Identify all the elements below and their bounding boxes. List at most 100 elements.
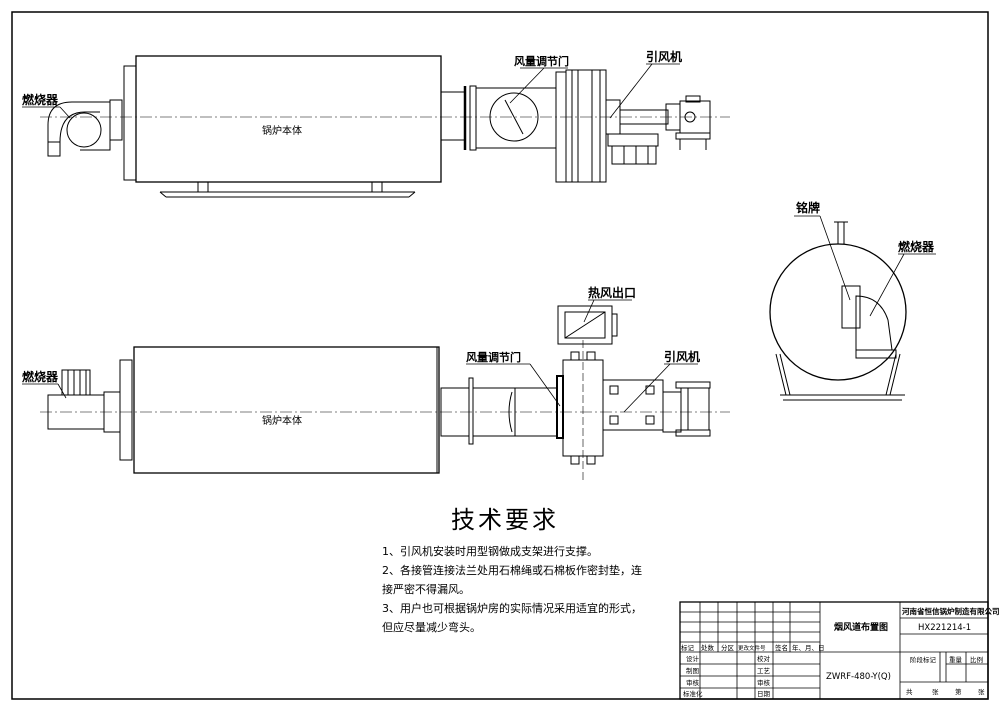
leader	[583, 299, 595, 323]
row-review: 审核	[686, 678, 700, 687]
fan-flange-plan	[556, 375, 564, 439]
burner-fan-plan	[61, 369, 91, 396]
model-number: ZWRF-480-Y(Q)	[826, 672, 891, 682]
flange	[469, 85, 477, 151]
burner-side	[855, 295, 893, 351]
burner-fan	[66, 112, 102, 148]
rev-zone: 分区	[721, 643, 735, 652]
burner-elbow-inner	[59, 111, 100, 143]
title-block-text: 标记 处数 分区 更改文件号 签名 年、月、日 设计 制图 审核 标准化 校对 …	[681, 606, 1000, 698]
side-view	[769, 221, 907, 401]
row-design: 设计	[686, 654, 700, 663]
plan-view	[40, 305, 730, 480]
side-leg	[775, 353, 791, 396]
title-block	[679, 601, 989, 700]
base-rail	[159, 191, 167, 198]
fan-flange	[555, 71, 567, 183]
company-name: 河南省恒信锅炉制造有限公司	[902, 606, 1000, 616]
title-block-frame	[679, 601, 989, 700]
note-item: 1、引风机安装时用型钢做成支架进行支撑。	[382, 545, 598, 558]
flue-outlet	[440, 91, 466, 141]
label-damper-top: 风量调节门	[514, 54, 569, 68]
page: 第	[955, 687, 962, 696]
labels: 燃烧器 锅炉本体 风量调节门 引风机 铭牌 燃烧器 燃烧器 锅炉本体 热风出口 …	[22, 49, 935, 427]
label-boiler-top: 锅炉本体	[262, 124, 302, 137]
row-review2: 审核	[757, 678, 771, 687]
leader	[623, 363, 671, 413]
row-draw: 制图	[686, 666, 699, 675]
outlet-cross	[564, 311, 606, 339]
rev-mark: 标记	[681, 643, 695, 652]
label-nameplate: 铭牌	[796, 200, 820, 215]
bolt	[570, 455, 580, 465]
flange	[468, 377, 474, 445]
damper-disc	[489, 92, 539, 142]
weight: 重量	[949, 656, 963, 664]
bolt	[586, 455, 596, 465]
row-craft: 工艺	[757, 667, 771, 675]
sheets: 张	[932, 687, 939, 696]
motor-base-plan	[675, 429, 711, 437]
motor-base-plan	[675, 381, 711, 389]
label-burner-top: 燃烧器	[22, 92, 59, 107]
drawing-border	[11, 11, 989, 700]
leader	[609, 63, 653, 119]
burner-elbow	[47, 101, 111, 151]
rev-date: 年、月、日	[792, 643, 825, 652]
leader	[59, 106, 71, 119]
front-plate-plan	[119, 359, 133, 461]
label-fan-top: 引风机	[646, 49, 682, 64]
label-damper-plan: 风量调节门	[466, 350, 521, 364]
burner-nozzle	[47, 141, 61, 157]
bolt	[645, 415, 655, 425]
sheet: 张	[978, 687, 985, 696]
rev-sign: 签名	[775, 643, 788, 652]
motor-plan	[680, 387, 710, 431]
fan-shaft-housing	[619, 109, 669, 125]
drawing-name: 烟风道布置图	[834, 621, 888, 633]
note-item: 2、各接管连接法兰处用石棉绳或石棉板作密封垫，连接严密不得漏风。	[382, 564, 642, 596]
stage-mark: 阶段标记	[910, 655, 937, 664]
label-hot-air: 热风出口	[588, 285, 636, 300]
boiler-shell	[135, 55, 442, 183]
label-boiler-plan: 锅炉本体	[262, 414, 302, 427]
bolt	[609, 415, 619, 425]
notes-title: 技术要求	[451, 506, 559, 534]
boiler-end-shell	[769, 243, 907, 381]
leader	[819, 215, 851, 301]
damper-arc	[508, 391, 513, 433]
motor-cap	[684, 111, 696, 123]
boiler-shell-plan	[133, 346, 440, 474]
rev-doc: 更改文件号	[738, 644, 766, 652]
bolt	[645, 385, 655, 395]
label-burner-side: 燃烧器	[898, 239, 935, 254]
leader	[529, 363, 561, 407]
motor-box	[685, 95, 701, 103]
technical-notes: 1、引风机安装时用型钢做成支架进行支撑。 2、各接管连接法兰处用石棉绳或石棉板作…	[382, 542, 652, 637]
rev-count: 处数	[701, 643, 715, 652]
damper-blade	[504, 99, 524, 135]
nameplate-plate	[841, 285, 861, 329]
motor-base	[675, 132, 711, 140]
total: 共	[906, 687, 913, 696]
row-proof: 校对	[757, 654, 771, 663]
boiler-foot	[371, 181, 383, 193]
leader	[869, 253, 905, 317]
fan-frame-leg	[611, 145, 657, 165]
base-rail	[408, 191, 416, 198]
bolt	[586, 351, 596, 361]
bolt	[609, 385, 619, 395]
boiler-front-plate	[123, 65, 137, 181]
callouts	[22, 63, 936, 413]
outlet-tab	[611, 313, 618, 337]
burner-flange	[109, 99, 123, 141]
drawing-number: HX221214-1	[918, 623, 971, 633]
scale: 比例	[970, 655, 983, 664]
leader	[57, 383, 67, 399]
leader	[509, 67, 545, 104]
row-date: 日期	[757, 690, 771, 698]
label-fan-plan: 引风机	[664, 349, 700, 364]
bolt	[570, 351, 580, 361]
fan-frame	[607, 133, 659, 147]
